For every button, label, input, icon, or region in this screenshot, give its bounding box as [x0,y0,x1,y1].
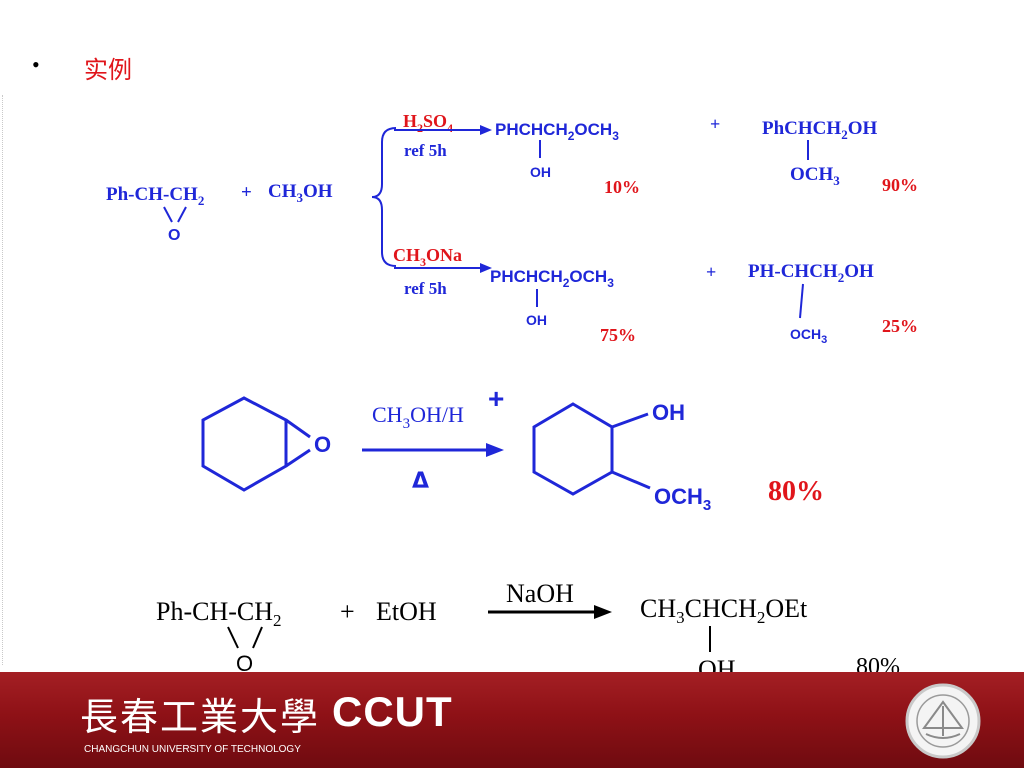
r2-epoxide-bond-top [285,418,311,439]
r1-lower-arrowhead [480,263,492,273]
r1-reactant: Ph-CH-CH2 [106,184,204,208]
r1-upper-yield-1: 10% [604,177,640,197]
r1-epoxide-bond-right [177,206,187,223]
r1-lower-plus: + [706,262,716,282]
r3-reactant: Ph-CH-CH2 [156,597,282,630]
r1-epoxide-o: O [168,227,180,244]
r2-product-och3: OCH3 [654,484,711,514]
r2-heat-symbol: Δ [412,469,429,494]
r2-och3-bond [611,470,651,490]
r1-lower-condition-base: CH3ONa [393,245,462,269]
r1-upper-product-2: PhCHCH2OH [762,118,877,142]
r3-epoxide-bond-right [252,626,263,649]
r2-epoxide-o: O [314,432,331,457]
r1-lower-yield-2: 25% [882,316,918,336]
r3-plus: + [340,597,355,626]
r3-condition: NaOH [506,579,574,608]
r2-epoxide-bond-bottom [285,448,311,468]
r1-upper-condition-time: ref 5h [404,141,447,160]
r2-oh-bond [611,412,649,429]
r2-condition-plus: + [488,383,504,414]
r3-product: CH3CHCH2OEt [640,594,808,627]
r1-lower-product-1-oh: OH [526,312,547,328]
r1-plus: + [241,182,252,203]
university-logo-ccut: CCUT [332,688,453,735]
r2-condition-top: CH3OH/H [372,402,464,432]
r1-lower-product-1: PHCHCH2OCH3 [490,267,614,290]
r1-lower-product-2-bond [799,283,804,319]
r1-upper-product-1: PHCHCH2OCH3 [495,120,619,143]
r1-upper-plus: + [710,114,720,134]
r1-lower-condition-time: ref 5h [404,279,447,298]
r1-epoxide-bond-left [163,206,173,223]
university-emblem-icon [905,683,981,759]
reaction-diagram: Ph-CH-CH2 O + CH3OH H2SO4 ref 5h PHCHCH2… [106,111,918,672]
r3-reagent: EtOH [376,597,437,626]
university-logo-chinese: 長春工業大學 [80,695,321,739]
r1-upper-product-2-och3: OCH3 [790,164,840,188]
r2-cyclohexene-oxide-ring [201,396,288,492]
r1-upper-arrowhead [480,125,492,135]
r1-upper-condition-acid: H2SO4 [403,111,453,135]
reaction-1: Ph-CH-CH2 O + CH3OH H2SO4 ref 5h PHCHCH2… [106,111,918,346]
r1-upper-yield-2: 90% [882,175,918,195]
r3-arrowhead [594,605,612,619]
r1-reagent: CH3OH [268,181,333,205]
r2-product-oh: OH [652,400,685,425]
r1-lower-product-2: PH-CHCH2OH [748,261,874,285]
r3-product-oh: OH [698,655,736,672]
r3-yield: 80% [856,654,900,672]
university-footer-banner: 長春工業大學 CCUT CHANGCHUN UNIVERSITY OF TECH… [0,672,1024,768]
bullet-dot: • [32,52,40,77]
university-logo-subtitle: CHANGCHUN UNIVERSITY OF TECHNOLOGY [84,744,301,755]
r1-branch-brace [371,127,397,267]
r1-lower-product-2-och3: OCH3 [790,326,827,346]
slide-title: 实例 [84,56,132,84]
r2-cyclohexane-ring [532,402,614,496]
r3-epoxide-o: O [236,651,253,672]
r2-arrowhead [486,443,504,457]
r3-epoxide-bond-left [227,626,239,649]
reaction-2: O CH3OH/H + Δ OH OCH3 80% [201,383,824,514]
left-dotted-border [2,95,3,665]
r1-upper-product-1-oh: OH [530,164,551,180]
reaction-3: Ph-CH-CH2 O + EtOH NaOH CH3CHCH2OEt OH 8… [156,579,900,672]
r1-lower-yield-1: 75% [600,325,636,345]
r2-yield: 80% [768,476,824,507]
